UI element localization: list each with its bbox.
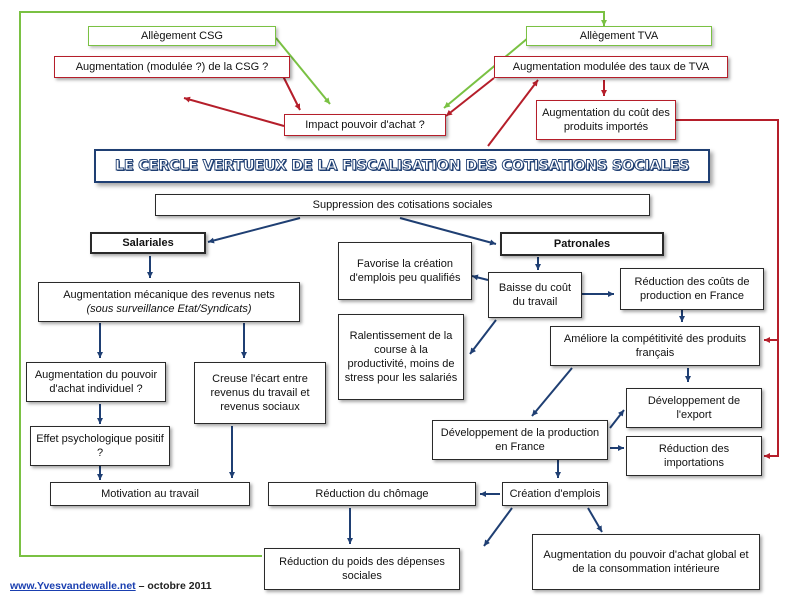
red-impact-to-csg-arrow [183, 96, 285, 127]
green-loop-arrow [19, 11, 607, 557]
arrow-creation-to-depenses [483, 507, 513, 547]
reduction-couts-production-label: Réduction des coûts de production en Fra… [634, 276, 750, 302]
favorise-emplois-label: Favorise la création d'emplois peu quali… [349, 258, 461, 284]
competitivite-label: Améliore la compétitivité des produits f… [563, 333, 747, 359]
suppression-cotisations-box: Suppression des cotisations sociales [155, 194, 650, 216]
allegement-csg-label: Allègement CSG [141, 30, 223, 42]
competitivite-box: Améliore la compétitivité des produits f… [550, 326, 760, 366]
patronales-box: Patronales [500, 232, 664, 256]
developpement-export-label: Développement de l'export [647, 395, 741, 421]
suppression-cotisations-label: Suppression des cotisations sociales [312, 199, 493, 211]
impact-pouvoir-achat-label: Impact pouvoir d'achat ? [305, 119, 425, 131]
augmentation-tva-box: Augmentation modulée des taux de TVA [494, 56, 728, 78]
footer-credit: www.Yvesvandewalle.net – octobre 2011 [10, 580, 212, 592]
cout-produits-importes-label: Augmentation du coût des produits import… [542, 107, 670, 133]
ralentissement-box: Ralentissement de la course à la product… [338, 314, 464, 400]
augmentation-csg-box: Augmentation (modulée ?) de la CSG ? [54, 56, 290, 78]
pouvoir-achat-individuel-box: Augmentation du pouvoir d'achat individu… [26, 362, 166, 402]
arrow-baisse-to-ralentissement [469, 319, 497, 355]
patronales-label: Patronales [553, 238, 611, 250]
reduction-depenses-sociales-label: Réduction du poids des dépenses sociales [279, 556, 445, 582]
augmentation-csg-label: Augmentation (modulée ?) de la CSG ? [75, 61, 269, 73]
cout-produits-importes-box: Augmentation du coût des produits import… [536, 100, 676, 140]
allegement-csg-box: Allègement CSG [88, 26, 276, 46]
pouvoir-achat-global-box: Augmentation du pouvoir d'achat global e… [532, 534, 760, 590]
arrow-suppression-to-patronales [399, 217, 497, 246]
effet-psychologique-label: Effet psychologique positif ? [36, 433, 164, 459]
salariales-box: Salariales [90, 232, 206, 254]
effet-psychologique-box: Effet psychologique positif ? [30, 426, 170, 466]
creuse-ecart-box: Creuse l'écart entre revenus du travail … [194, 362, 326, 424]
arrow-suppression-to-salariales [207, 217, 301, 244]
reduction-chomage-label: Réduction du chômage [315, 488, 429, 500]
arrow-baisse-to-favorise [471, 274, 489, 281]
green-csg-to-impact-arrow [275, 37, 331, 105]
developpement-export-box: Développement de l'export [626, 388, 762, 428]
pouvoir-achat-global-label: Augmentation du pouvoir d'achat global e… [543, 549, 749, 575]
arrow-competitivite-to-production [531, 367, 573, 417]
pouvoir-achat-individuel-label: Augmentation du pouvoir d'achat individu… [34, 369, 158, 395]
revenus-nets-box: Augmentation mécanique des revenus nets … [38, 282, 300, 322]
favorise-emplois-box: Favorise la création d'emplois peu quali… [338, 242, 472, 300]
baisse-cout-travail-box: Baisse du coût du travail [488, 272, 582, 318]
footer-date: – octobre 2011 [135, 580, 212, 592]
red-tva-to-impact-arrow [445, 77, 495, 117]
arrow-production-to-export [609, 409, 625, 429]
footer-url-link[interactable]: www.Yvesvandewalle.net [10, 580, 136, 592]
reduction-importations-label: Réduction des importations [658, 443, 730, 469]
red-up-to-tva-arrow [487, 79, 539, 147]
developpement-production-box: Développement de la production en France [432, 420, 608, 460]
main-title: LE CERCLE VERTUEUX DE LA FISCALISATION D… [94, 149, 710, 183]
creuse-ecart-label: Creuse l'écart entre revenus du travail … [210, 373, 310, 413]
motivation-travail-box: Motivation au travail [50, 482, 250, 506]
creation-emplois-box: Création d'emplois [502, 482, 608, 506]
main-title-text: LE CERCLE VERTUEUX DE LA FISCALISATION D… [114, 158, 690, 175]
red-cout-to-importations-arrow [676, 119, 779, 459]
creation-emplois-label: Création d'emplois [509, 488, 601, 500]
baisse-cout-travail-label: Baisse du coût du travail [498, 282, 572, 308]
revenus-nets-note: (sous surveillance Etat/Syndicats) [86, 303, 252, 315]
impact-pouvoir-achat-box: Impact pouvoir d'achat ? [284, 114, 446, 136]
augmentation-tva-label: Augmentation modulée des taux de TVA [512, 61, 710, 73]
green-tva-to-impact-arrow [443, 37, 529, 109]
allegement-tva-box: Allègement TVA [526, 26, 712, 46]
arrow-creation-to-pouvoir-global [587, 507, 603, 533]
reduction-couts-production-box: Réduction des coûts de production en Fra… [620, 268, 764, 310]
reduction-chomage-box: Réduction du chômage [268, 482, 476, 506]
revenus-nets-label: Augmentation mécanique des revenus nets [63, 289, 275, 301]
reduction-importations-box: Réduction des importations [626, 436, 762, 476]
reduction-depenses-sociales-box: Réduction du poids des dépenses sociales [264, 548, 460, 590]
motivation-travail-label: Motivation au travail [101, 488, 199, 500]
allegement-tva-label: Allègement TVA [579, 30, 659, 42]
salariales-label: Salariales [122, 237, 174, 249]
ralentissement-label: Ralentissement de la course à la product… [344, 330, 458, 384]
developpement-production-label: Développement de la production en France [440, 427, 600, 453]
